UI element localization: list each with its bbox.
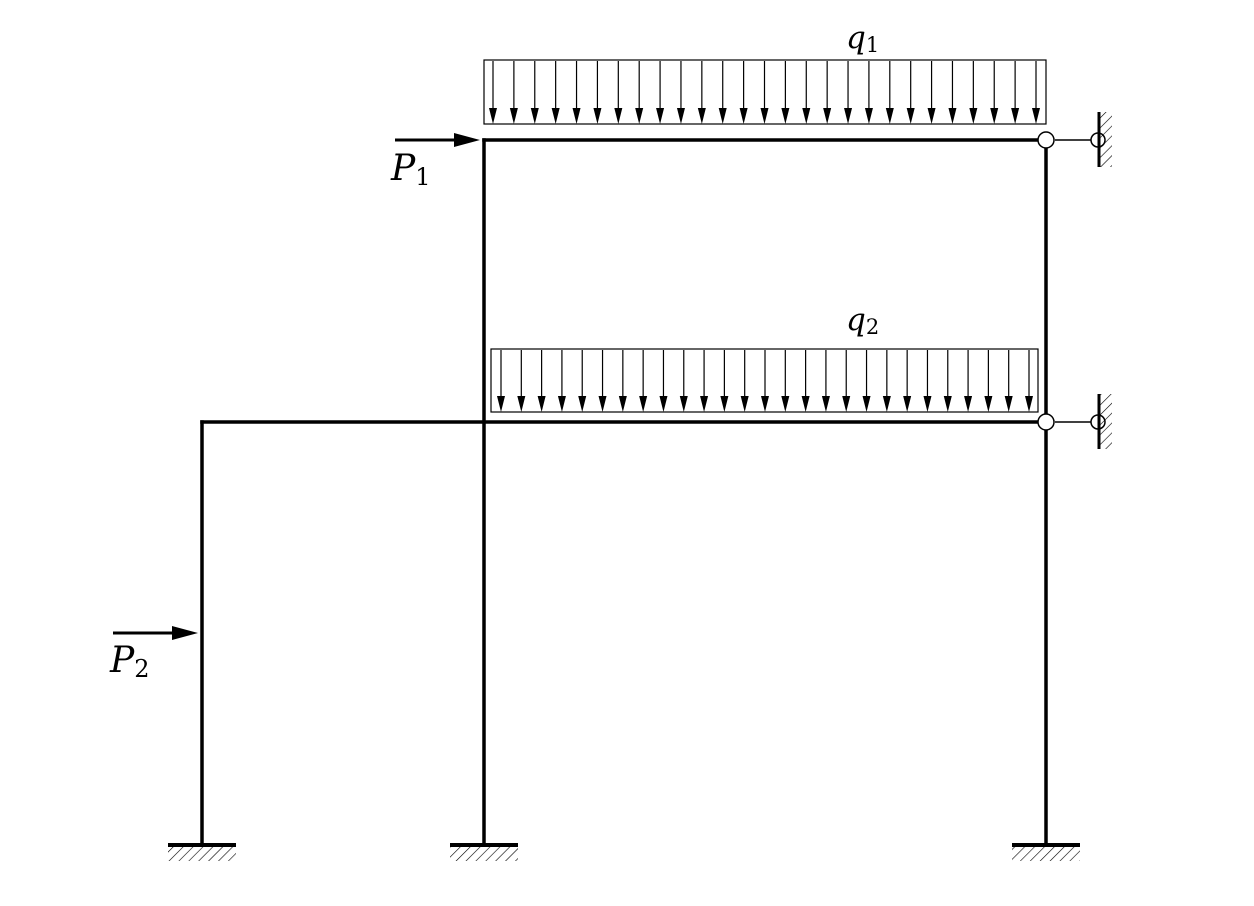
load-q1-arrow-head <box>927 108 936 124</box>
load-q2-arrow-head <box>761 396 769 412</box>
load-q1-arrow-head <box>635 108 644 124</box>
load-q2-arrow-head <box>781 396 790 412</box>
fixed-support-right <box>1012 843 1080 861</box>
label-p1: P1 <box>390 148 431 191</box>
load-q1-arrow-head <box>551 108 560 124</box>
load-q1-arrow-head <box>760 108 769 124</box>
load-q1-arrow-head <box>864 108 873 124</box>
load-q2-envelope <box>490 348 1039 413</box>
load-q2-arrow-head <box>943 396 952 412</box>
label-q1: q1 <box>846 20 879 57</box>
fixed-support-left <box>168 843 236 861</box>
fixed-support-center <box>450 843 518 861</box>
load-q1-arrow-head <box>906 108 915 124</box>
load-q2-arrow-head <box>679 396 688 412</box>
load-q1-arrow-head <box>530 108 539 124</box>
load-q2-arrow-head <box>821 396 830 412</box>
load-q2-arrow-head <box>700 396 709 412</box>
load-q2-arrow-head <box>497 396 505 412</box>
load-q1-envelope <box>483 59 1047 125</box>
load-q1-arrow-head <box>781 108 790 124</box>
distributed-load-q2 <box>490 348 1039 413</box>
distributed-load-q1 <box>483 59 1047 125</box>
load-q1-arrows <box>489 61 1040 124</box>
load-q2-arrow-head <box>720 396 729 412</box>
load-q1-arrow-head <box>739 108 748 124</box>
load-q2-arrow-head <box>964 396 973 412</box>
load-q1-arrow-head <box>718 108 727 124</box>
load-q2-arrow-head <box>639 396 648 412</box>
load-q1-arrow-head <box>509 108 518 124</box>
load-q2-arrow-head <box>537 396 546 412</box>
load-q2-arrow-head <box>1004 396 1013 412</box>
load-q2-arrow-head <box>842 396 851 412</box>
link-support-middle <box>1037 394 1112 449</box>
label-q2: q2 <box>846 302 879 339</box>
load-q1-arrow-head <box>489 108 497 124</box>
frame-members <box>200 138 1048 847</box>
load-q2-arrow-head <box>984 396 993 412</box>
point-load-p1 <box>395 133 480 147</box>
load-q2-arrow-head <box>1025 396 1033 412</box>
load-q2-arrow-head <box>618 396 627 412</box>
load-q1-arrow-head <box>1011 108 1020 124</box>
load-q1-arrow-head <box>969 108 978 124</box>
load-q2-arrow-head <box>923 396 932 412</box>
load-q2-arrow-head <box>801 396 810 412</box>
load-q2-arrow-head <box>862 396 871 412</box>
load-q2-arrow-head <box>740 396 749 412</box>
load-q1-arrow-head <box>656 108 665 124</box>
load-q1-arrow-head <box>823 108 832 124</box>
load-q2-arrow-head <box>659 396 668 412</box>
load-q1-arrow-head <box>676 108 685 124</box>
load-q2-arrow-head <box>578 396 587 412</box>
load-q1-arrow-head <box>572 108 581 124</box>
load-q1-arrow-head <box>885 108 894 124</box>
load-q2-arrow-head <box>598 396 607 412</box>
load-q2-arrow-head <box>903 396 912 412</box>
load-q1-arrow-head <box>697 108 706 124</box>
p2-arrow-head <box>172 626 198 640</box>
load-q2-arrows <box>497 350 1033 412</box>
link-support-top <box>1037 112 1112 167</box>
load-q1-arrow-head <box>990 108 999 124</box>
load-q2-arrow-head <box>517 396 526 412</box>
load-q2-arrow-head <box>557 396 566 412</box>
load-q1-arrow-head <box>802 108 811 124</box>
load-q1-arrow-head <box>844 108 853 124</box>
load-q1-arrow-head <box>948 108 957 124</box>
point-load-p2 <box>113 626 198 640</box>
load-q1-arrow-head <box>614 108 623 124</box>
load-q2-arrow-head <box>882 396 891 412</box>
load-q1-arrow-head <box>1032 108 1040 124</box>
p1-arrow-head <box>454 133 480 147</box>
load-q1-arrow-head <box>593 108 602 124</box>
label-p2: P2 <box>109 640 150 683</box>
